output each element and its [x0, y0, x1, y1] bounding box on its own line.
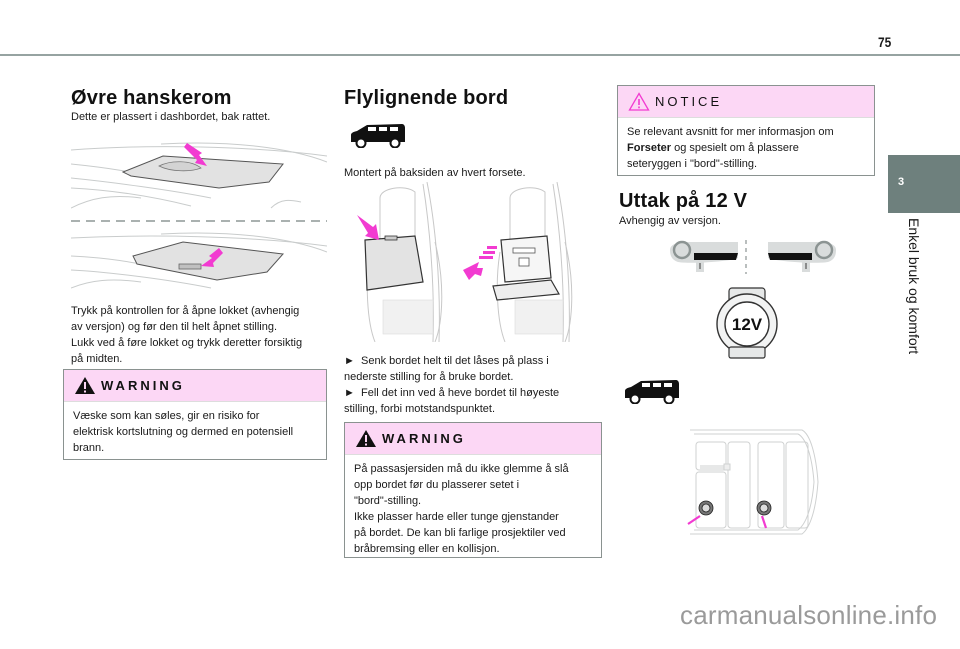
step-text: Senk bordet helt til det låses på plass … [361, 355, 549, 367]
text-line: seteryggen i "bord"-stilling. [627, 158, 758, 170]
text-line: på bordet. De kan bli farlige prosjektil… [354, 527, 566, 539]
steering-position-icon [670, 240, 836, 274]
page-number: 75 [878, 34, 892, 50]
warning-header: WARNING [345, 423, 601, 455]
warning-box: WARNING På passasjersiden må du ikke gle… [344, 422, 602, 558]
socket-label: 12V [731, 315, 763, 334]
warning-box: WARNING Væske som kan søles, gir en risi… [63, 369, 327, 460]
text-line: Se relevant avsnitt for mer informasjon … [627, 126, 834, 138]
cross-reference-link: Forseter [627, 142, 672, 154]
table-intro: Montert på baksiden av hvert forsete. [344, 167, 526, 179]
chapter-tab[interactable]: 3 [888, 155, 960, 213]
text-line: Lukk ved å føre lokket og trykk deretter… [71, 337, 303, 349]
step-text: Fell det inn ved å heve bordet til høyes… [361, 387, 560, 399]
notice-header: NOTICE [618, 86, 874, 118]
text-line: stilling, forbi motstandspunktet. [344, 403, 496, 415]
warning-triangle-icon [75, 377, 95, 394]
text-line: Forseter og spesielt om å plassere [627, 140, 865, 156]
text-span: og spesielt om å plassere [671, 142, 799, 154]
text-line: bråbremsing eller en kollisjon. [354, 543, 500, 555]
seatback-table-illustration [357, 182, 573, 342]
socket-outline [716, 287, 778, 359]
text-line: Trykk på kontrollen for å åpne lokket (a… [71, 305, 300, 317]
step-bullet-icon: ► [344, 387, 355, 399]
header-rule [0, 54, 960, 56]
notice-label: NOTICE [655, 94, 723, 109]
pink-pointer-icon [687, 515, 768, 529]
text-line: av versjon) og før den til helt åpnet st… [71, 321, 278, 333]
glovebox-illustration [71, 142, 327, 289]
text-line: nederste stilling for å bruke bordet. [344, 371, 514, 383]
pink-arrow-icon [357, 215, 497, 280]
floor-plan-socket-illustration [687, 429, 819, 535]
text-line: elektrisk kortslutning og dermed en pote… [73, 426, 294, 438]
glovebox-instructions: Trykk på kontrollen for å åpne lokket (a… [71, 303, 331, 367]
12v-intro: Avhengig av versjon. [619, 215, 721, 227]
text-line: på midten. [71, 353, 123, 365]
chapter-number: 3 [898, 176, 905, 188]
text-line: "bord"-stilling. [354, 495, 422, 507]
text-line: Væske som kan søles, gir en risiko for [73, 410, 260, 422]
step-bullet-icon: ► [344, 355, 355, 367]
notice-text: Se relevant avsnitt for mer informasjon … [618, 118, 874, 179]
warning-text: På passasjersiden må du ikke glemme å sl… [345, 455, 601, 564]
socket-marker [698, 500, 772, 516]
table-steps: ► Senk bordet helt til det låses på plas… [344, 353, 604, 417]
warning-header: WARNING [64, 370, 326, 402]
glovebox-intro: Dette er plassert i dashbordet, bak ratt… [71, 111, 271, 123]
notice-triangle-icon [628, 92, 650, 111]
section-heading-table: Flylignende bord [344, 87, 509, 109]
warning-label: WARNING [101, 378, 185, 393]
warning-text: Væske som kan søles, gir en risiko for e… [64, 402, 326, 463]
warning-triangle-icon [356, 430, 376, 447]
step-item: ► Fell det inn ved å heve bordet til høy… [344, 385, 604, 401]
step-item: ► Senk bordet helt til det låses på plas… [344, 353, 604, 369]
12v-socket-icon: 12V [712, 287, 782, 359]
text-line: opp bordet før du plasserer setet i [354, 479, 520, 491]
notice-box: NOTICE Se relevant avsnitt for mer infor… [617, 85, 875, 176]
van-icon [625, 380, 679, 404]
text-line: På passasjersiden må du ikke glemme å sl… [354, 463, 569, 475]
pink-arrow-icon [184, 143, 223, 267]
section-heading-glovebox: Øvre hanskerom [71, 87, 232, 109]
text-line: brann. [73, 442, 105, 454]
section-heading-12v: Uttak på 12 V [619, 190, 748, 212]
chapter-title: Enkel bruk og komfort [906, 218, 922, 355]
text-line: Ikke plasser harde eller tunge gjenstand… [354, 511, 559, 523]
van-icon [351, 124, 405, 148]
warning-label: WARNING [382, 431, 466, 446]
watermark: carmanualsonline.info [680, 600, 938, 630]
